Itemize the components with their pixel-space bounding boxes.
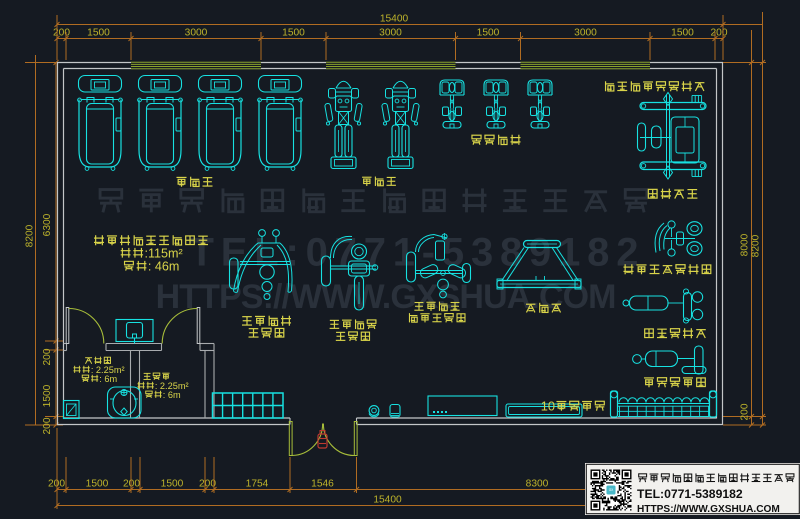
svg-text:1754: 1754	[246, 479, 269, 490]
svg-text:200: 200	[123, 479, 140, 490]
svg-text:8200: 8200	[751, 234, 762, 257]
svg-text:8000: 8000	[740, 233, 751, 256]
svg-text:8300: 8300	[526, 479, 549, 490]
svg-text:10: 10	[541, 399, 555, 414]
svg-text:15400: 15400	[380, 14, 409, 25]
svg-text:TEL:0771-5389182: TEL:0771-5389182	[190, 230, 646, 274]
svg-text:200: 200	[42, 348, 53, 365]
svg-text:1500: 1500	[86, 479, 109, 490]
svg-text:GX: GX	[609, 488, 614, 492]
svg-text:200: 200	[42, 417, 53, 434]
svg-text:: 2.25m²: : 2.25m²	[155, 381, 189, 391]
svg-text::115m²: :115m²	[144, 247, 182, 261]
svg-text:15400: 15400	[373, 495, 402, 506]
svg-text:1500: 1500	[161, 479, 184, 490]
svg-text:1500: 1500	[282, 28, 305, 39]
svg-text:200: 200	[711, 28, 728, 39]
svg-text:TEL:0771-5389182: TEL:0771-5389182	[637, 487, 743, 501]
svg-text:HTTPS://WWW.GXSHUA.COM: HTTPS://WWW.GXSHUA.COM	[637, 504, 780, 515]
svg-text:: 46m: : 46m	[148, 260, 180, 274]
svg-text:1500: 1500	[42, 384, 53, 407]
svg-text:1500: 1500	[671, 28, 694, 39]
svg-text:1546: 1546	[311, 479, 334, 490]
svg-text:1500: 1500	[87, 28, 110, 39]
svg-text:200: 200	[199, 479, 216, 490]
svg-text:3000: 3000	[574, 28, 597, 39]
svg-text:: 2.25m²: : 2.25m²	[91, 365, 125, 375]
svg-text:: 6m: : 6m	[163, 390, 181, 400]
svg-text:1500: 1500	[477, 28, 500, 39]
svg-text:3000: 3000	[379, 28, 402, 39]
svg-text:8200: 8200	[25, 224, 36, 247]
svg-text:3000: 3000	[185, 28, 208, 39]
svg-text:: 6m: : 6m	[99, 374, 117, 384]
svg-text:200: 200	[740, 403, 751, 420]
svg-text:200: 200	[53, 28, 70, 39]
svg-text:6300: 6300	[42, 213, 53, 236]
